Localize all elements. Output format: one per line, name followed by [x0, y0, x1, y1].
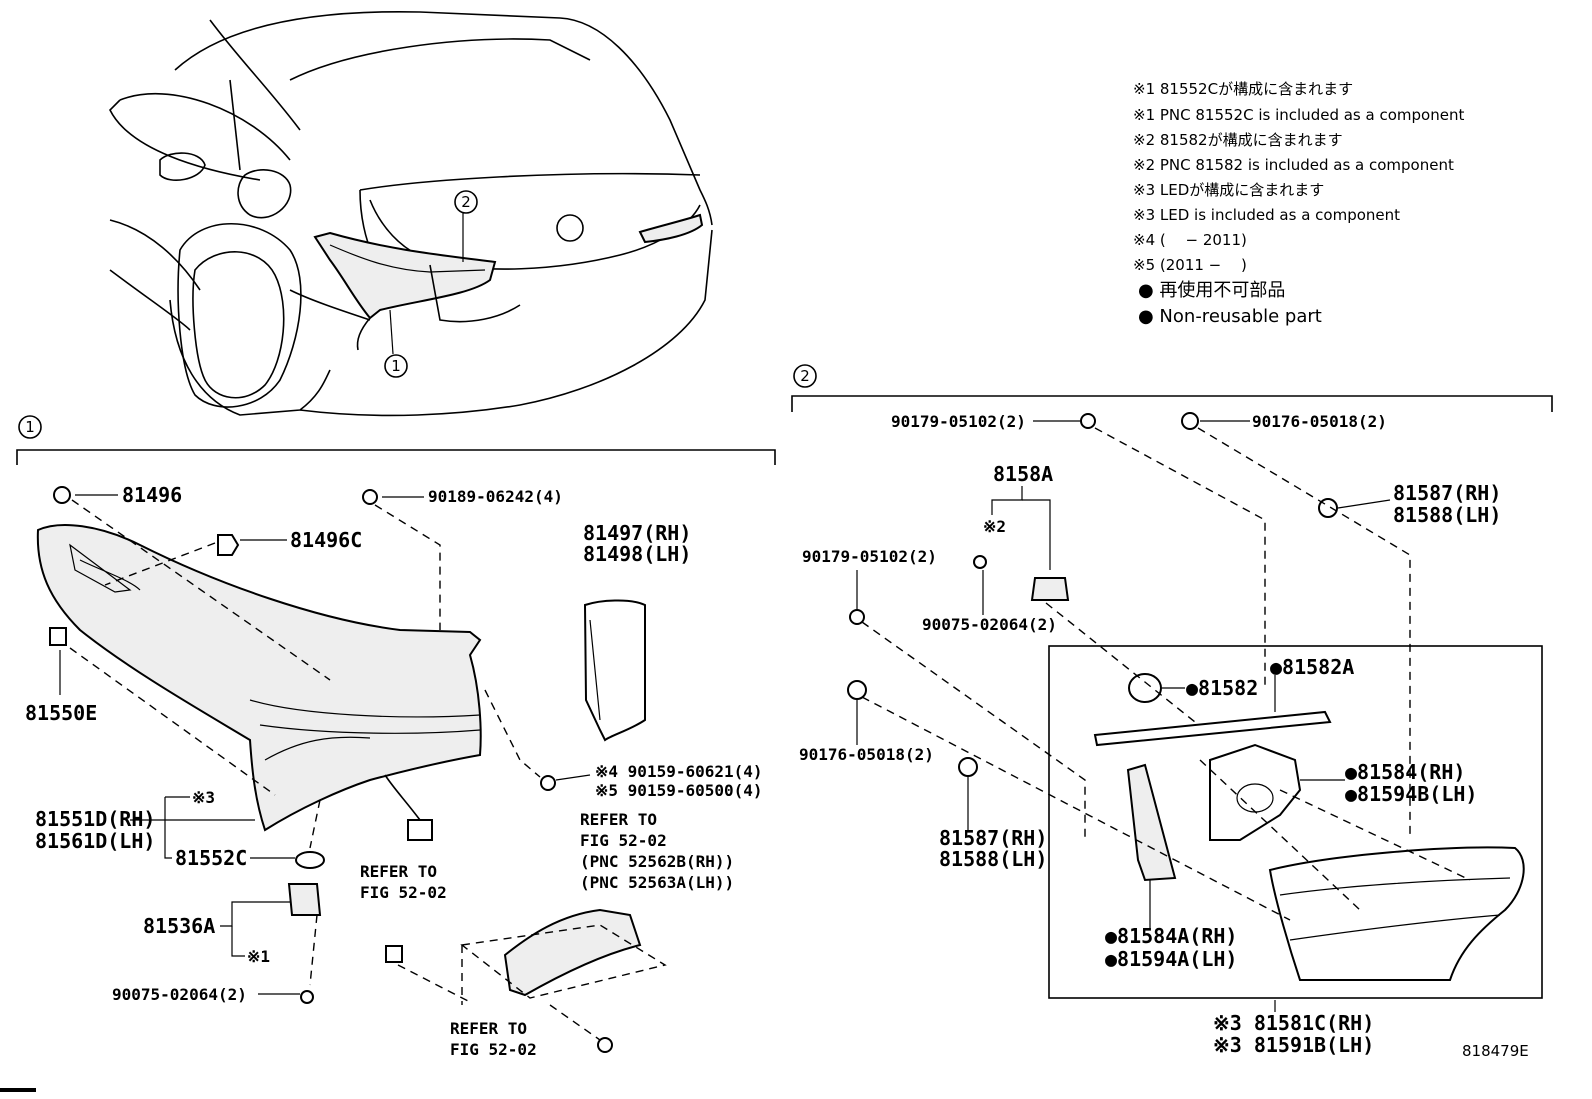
refer-1-line-4: (PNC 52563A(LH)): [580, 873, 734, 892]
note-1-marker: ※1: [247, 947, 270, 966]
non-reusable-en: ● Non-reusable part: [1138, 306, 1322, 327]
label-90075-02064-right: 90075-02064(2): [922, 615, 1057, 634]
svg-text:1: 1: [391, 357, 401, 375]
label-90179-05102-top: 90179-05102(2): [891, 412, 1026, 431]
figure-id: 818479E: [1462, 1042, 1529, 1060]
note-1-en: ※1 PNC 81552C is included as a component: [1133, 106, 1464, 124]
note-4: ※4 ( − 2011): [1133, 231, 1247, 249]
note-2-jp: ※2 81582が構成に含まれます: [1133, 131, 1343, 149]
label-81591B: ※3 81591B(LH): [1213, 1033, 1374, 1057]
refer-1-line-2: FIG 52-02: [580, 831, 667, 850]
label-81497: 81497(RH): [583, 521, 691, 545]
section-2-labels: 90179-05102(2) 90176-05018(2) 8158A ※2 8…: [799, 412, 1529, 1060]
svg-text:1: 1: [25, 418, 35, 436]
label-81550E: 81550E: [25, 701, 97, 725]
svg-text:2: 2: [461, 193, 471, 211]
section-1-bracket: 1: [16, 415, 776, 465]
section-2-bracket: 2: [791, 364, 1553, 999]
note-3-jp: ※3 LEDが構成に含まれます: [1133, 181, 1324, 199]
label-81552C: 81552C: [175, 846, 247, 870]
label-81594B: ●81594B(LH): [1345, 782, 1477, 806]
refer-3-line-1: REFER TO: [450, 1019, 527, 1038]
callout-2-car: 2: [454, 190, 478, 214]
label-81594A: ●81594A(LH): [1105, 947, 1237, 971]
section-2-parts: [847, 412, 1525, 1012]
refer-2-line-1: REFER TO: [360, 862, 437, 881]
note-2-marker: ※2: [983, 517, 1006, 536]
label-81498: 81498(LH): [583, 542, 691, 566]
label-90075-02064-left: 90075-02064(2): [112, 985, 247, 1004]
refer-1-line-3: (PNC 52562B(RH)): [580, 852, 734, 871]
label-90159-60500: ※5 90159-60500(4): [595, 781, 763, 800]
label-81551D: 81551D(RH): [35, 807, 155, 831]
label-81584A: ●81584A(RH): [1105, 924, 1237, 948]
note-3-marker-left: ※3: [192, 788, 215, 807]
label-81581C: ※3 81581C(RH): [1213, 1011, 1374, 1035]
label-81587-top: 81587(RH): [1393, 481, 1501, 505]
section-1-parts: [36, 486, 667, 1053]
label-81561D: 81561D(LH): [35, 829, 155, 853]
label-90159-60621: ※4 90159-60621(4): [595, 762, 763, 781]
label-81587-bottom: 81587(RH): [939, 826, 1047, 850]
refer-3-line-2: FIG 52-02: [450, 1040, 537, 1059]
label-8158A: 8158A: [993, 462, 1053, 486]
non-reusable-jp: ● 再使用不可部品: [1138, 280, 1285, 301]
label-81582A: ●81582A: [1270, 655, 1354, 679]
label-81588-top: 81588(LH): [1393, 503, 1501, 527]
notes-legend: ※1 81552Cが構成に含まれます ※1 PNC 81552C is incl…: [1133, 80, 1464, 327]
label-90179-05102-mid: 90179-05102(2): [802, 547, 937, 566]
note-1-jp: ※1 81552Cが構成に含まれます: [1133, 80, 1353, 98]
label-90189-06242: 90189-06242(4): [428, 487, 563, 506]
label-81584: ●81584(RH): [1345, 760, 1465, 784]
label-90176-05018-mid: 90176-05018(2): [799, 745, 934, 764]
car-rear-illustration: [109, 10, 713, 417]
note-3-en: ※3 LED is included as a component: [1133, 206, 1400, 224]
note-5: ※5 (2011 − ): [1133, 256, 1247, 274]
refer-1-line-1: REFER TO: [580, 810, 657, 829]
edge-mark: [0, 1088, 36, 1092]
label-90176-05018-top: 90176-05018(2): [1252, 412, 1387, 431]
svg-text:2: 2: [800, 367, 810, 385]
callout-1-car: 1: [384, 354, 408, 378]
note-2-en: ※2 PNC 81582 is included as a component: [1133, 156, 1454, 174]
section-1-labels: 81496 81496C 90189-06242(4) 81497(RH) 81…: [25, 483, 763, 1059]
label-81582: ●81582: [1186, 676, 1258, 700]
label-81536A: 81536A: [143, 914, 215, 938]
label-81496: 81496: [122, 483, 182, 507]
label-81496C: 81496C: [290, 528, 362, 552]
refer-2-line-2: FIG 52-02: [360, 883, 447, 902]
label-81588-bottom: 81588(LH): [939, 847, 1047, 871]
